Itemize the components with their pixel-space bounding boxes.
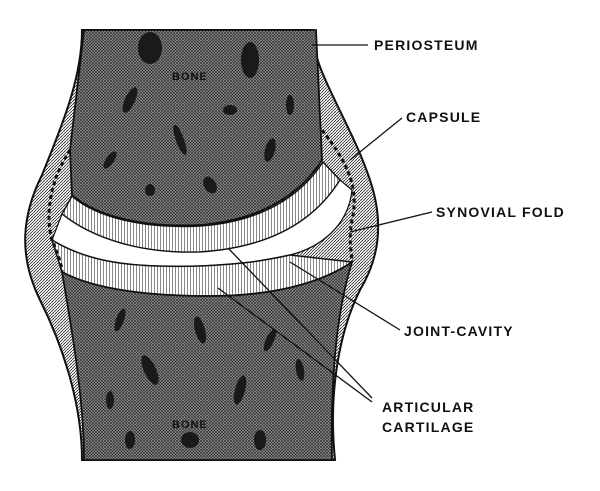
lower-bone — [60, 259, 354, 461]
articular-cartilage-leader-1 — [227, 247, 373, 399]
articular-cartilage-leader-2 — [217, 287, 373, 403]
capsule-leader — [349, 117, 403, 161]
bone-label-lower: BONE — [172, 419, 208, 431]
label-articular-line1: ARTICULAR — [382, 399, 474, 415]
label-periosteum: PERIOSTEUM — [374, 37, 479, 53]
synovial-fold-leader — [349, 211, 433, 233]
label-capsule: CAPSULE — [406, 109, 481, 125]
joint-cavity-leader — [289, 261, 401, 331]
bone-label-upper: BONE — [172, 71, 208, 83]
upper-bone — [69, 29, 323, 227]
label-synovial-fold: SYNOVIAL FOLD — [436, 204, 565, 220]
label-joint-cavity: JOINT-CAVITY — [404, 323, 514, 339]
synovial-fold-left — [47, 149, 72, 273]
synovial-fold-right — [320, 129, 356, 263]
bone-texture — [103, 32, 305, 450]
label-articular-line2: CARTILAGE — [382, 419, 474, 435]
